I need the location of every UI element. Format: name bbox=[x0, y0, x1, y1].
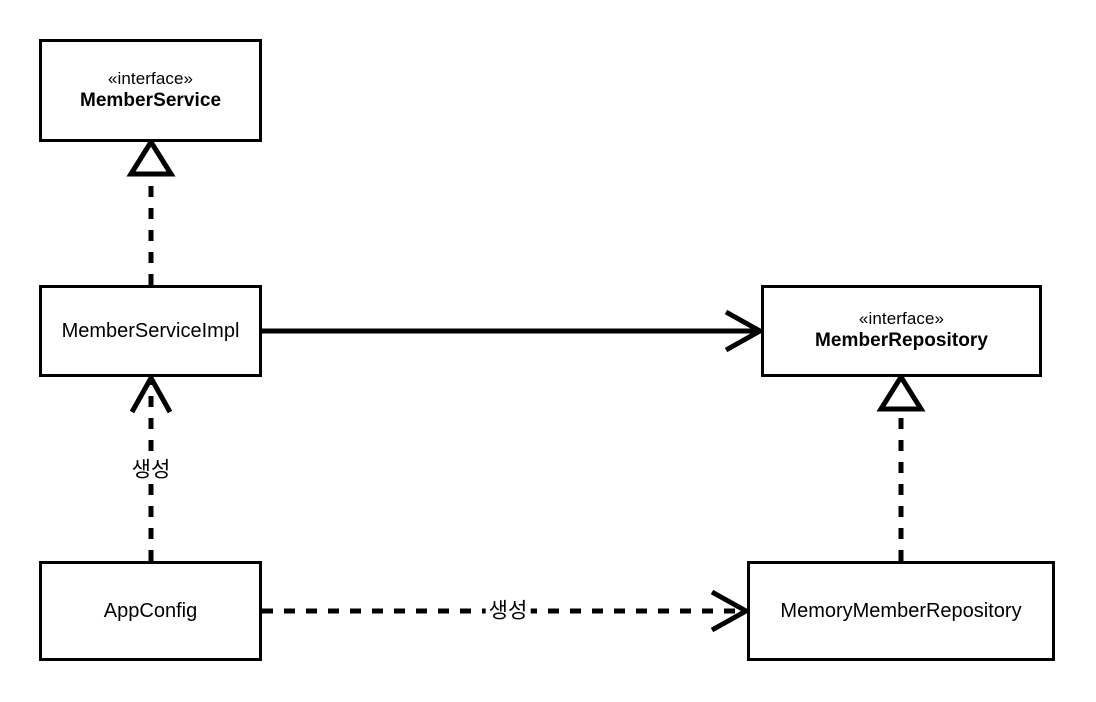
edge-impl-realizes-service bbox=[126, 137, 176, 285]
class-box-app-config[interactable]: AppConfig bbox=[39, 561, 262, 661]
class-name-memory-member-repository: MemoryMemberRepository bbox=[780, 600, 1022, 622]
edge-label-appconfig-creates-impl: 생성 bbox=[128, 458, 174, 482]
class-name-member-repository: MemberRepository bbox=[815, 330, 988, 352]
class-name-member-service-impl: MemberServiceImpl bbox=[61, 320, 240, 342]
class-box-memory-member-repository[interactable]: MemoryMemberRepository bbox=[747, 561, 1055, 661]
class-name-member-service: MemberService bbox=[79, 89, 222, 111]
edge-memory-realizes-repository bbox=[876, 372, 926, 561]
edge-impl-uses-repository bbox=[262, 309, 766, 353]
class-box-member-repository[interactable]: «interface» MemberRepository bbox=[761, 285, 1042, 377]
open-arrowhead-impl bbox=[129, 372, 173, 414]
hollow-triangle-arrowhead-service bbox=[126, 137, 176, 177]
class-name-app-config: AppConfig bbox=[103, 600, 198, 622]
stereotype-label-member-service: «interface» bbox=[107, 68, 194, 88]
hollow-triangle-arrowhead-repository bbox=[876, 372, 926, 412]
class-box-member-service[interactable]: «interface» MemberService bbox=[39, 39, 262, 142]
stereotype-label-member-repository: «interface» bbox=[858, 309, 945, 329]
open-arrowhead-memory-repository bbox=[710, 589, 752, 633]
class-box-member-service-impl[interactable]: MemberServiceImpl bbox=[39, 285, 262, 377]
open-arrowhead-repository bbox=[724, 309, 766, 353]
edge-appconfig-creates-memory-repository bbox=[262, 589, 752, 633]
edge-label-appconfig-creates-memory-repository: 생성 bbox=[485, 599, 531, 623]
